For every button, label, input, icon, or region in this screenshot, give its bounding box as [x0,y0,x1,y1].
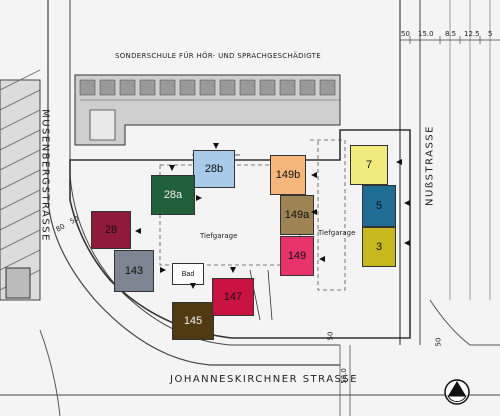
building-28a: 28a [151,175,195,215]
arrow-icon-7 [396,159,402,165]
bath-building: Bad [172,263,204,285]
dimension-top-3: 12.5 [464,30,480,38]
building-label: 143 [124,265,144,277]
arrow-icon-5 [404,200,410,206]
building-label: 145 [183,315,203,327]
arrow-icon-28 [135,228,141,234]
building-145: 145 [172,302,214,340]
underground-garage-label-2: Tiefgarage [318,229,356,237]
building-7: 7 [350,145,388,185]
building-label: 149 [287,250,307,262]
building-5: 5 [362,185,396,227]
school-label: SONDERSCHULE FÜR HÖR- UND SPRACHGESCHÄDI… [115,52,321,60]
building-149: 149 [280,236,314,276]
north-arrow-icon [444,379,470,405]
arrow-icon-145 [190,283,196,289]
building-label: 28b [204,163,224,175]
arrow-icon-28a-top [169,165,175,171]
building-3: 3 [362,227,396,267]
arrow-icon-28a [196,195,202,201]
building-label: 7 [365,159,373,171]
bath-label: Bad [181,270,195,278]
hatched-building-left [0,69,41,301]
arrow-icon-149b [311,172,317,178]
building-147: 147 [212,278,254,316]
dimension-top-1: 15.0 [418,30,434,38]
arrow-icon-28b [213,143,219,149]
building-28b: 28b [193,150,235,188]
building-label: 5 [375,200,383,212]
building-149b: 149b [270,155,306,195]
building-label: 28a [163,189,183,201]
building-label: 28 [104,224,118,236]
building-label: 3 [375,241,383,253]
building-label: 149b [275,169,301,181]
arrow-icon-147 [230,267,236,273]
building-143: 143 [114,250,154,292]
arrow-icon-149a [311,209,317,215]
hatched-school-building [74,74,341,146]
underground-garage-label-1: Tiefgarage [200,232,238,240]
building-label: 147 [223,291,243,303]
street-label-south: JOHANNESKIRCHNER STRASSE [170,374,359,385]
building-149a: 149a [280,195,314,235]
arrow-icon-3 [404,240,410,246]
building-28: 28 [91,211,131,249]
dimension-top-2: 8.5 [445,30,457,38]
arrow-icon-143 [160,267,166,273]
dimension-top-4: 5 [488,30,493,38]
building-label: 149a [284,209,310,221]
dimension-top-0: 50 [401,30,410,38]
arrow-icon-149 [319,256,325,262]
